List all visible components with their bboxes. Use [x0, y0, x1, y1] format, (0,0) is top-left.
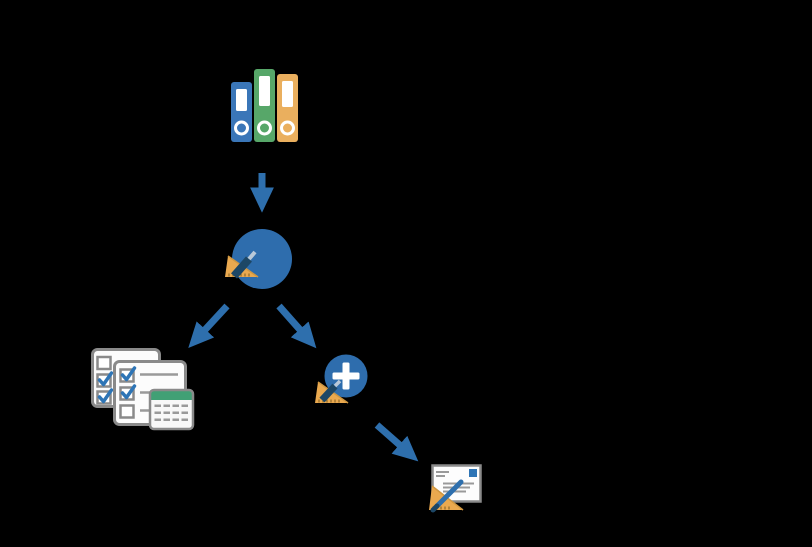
- binders-icon: [231, 69, 298, 142]
- add-new-icon: [315, 354, 368, 404]
- checklist-forms-icon: [91, 348, 195, 431]
- compose-message-icon: [429, 464, 482, 513]
- design-pen-ruler-icon: [225, 229, 292, 289]
- arrow-design-to-add-new: [276, 303, 317, 349]
- arrow-design-to-checklist: [188, 303, 230, 348]
- arrow-add-new-to-message: [374, 422, 419, 462]
